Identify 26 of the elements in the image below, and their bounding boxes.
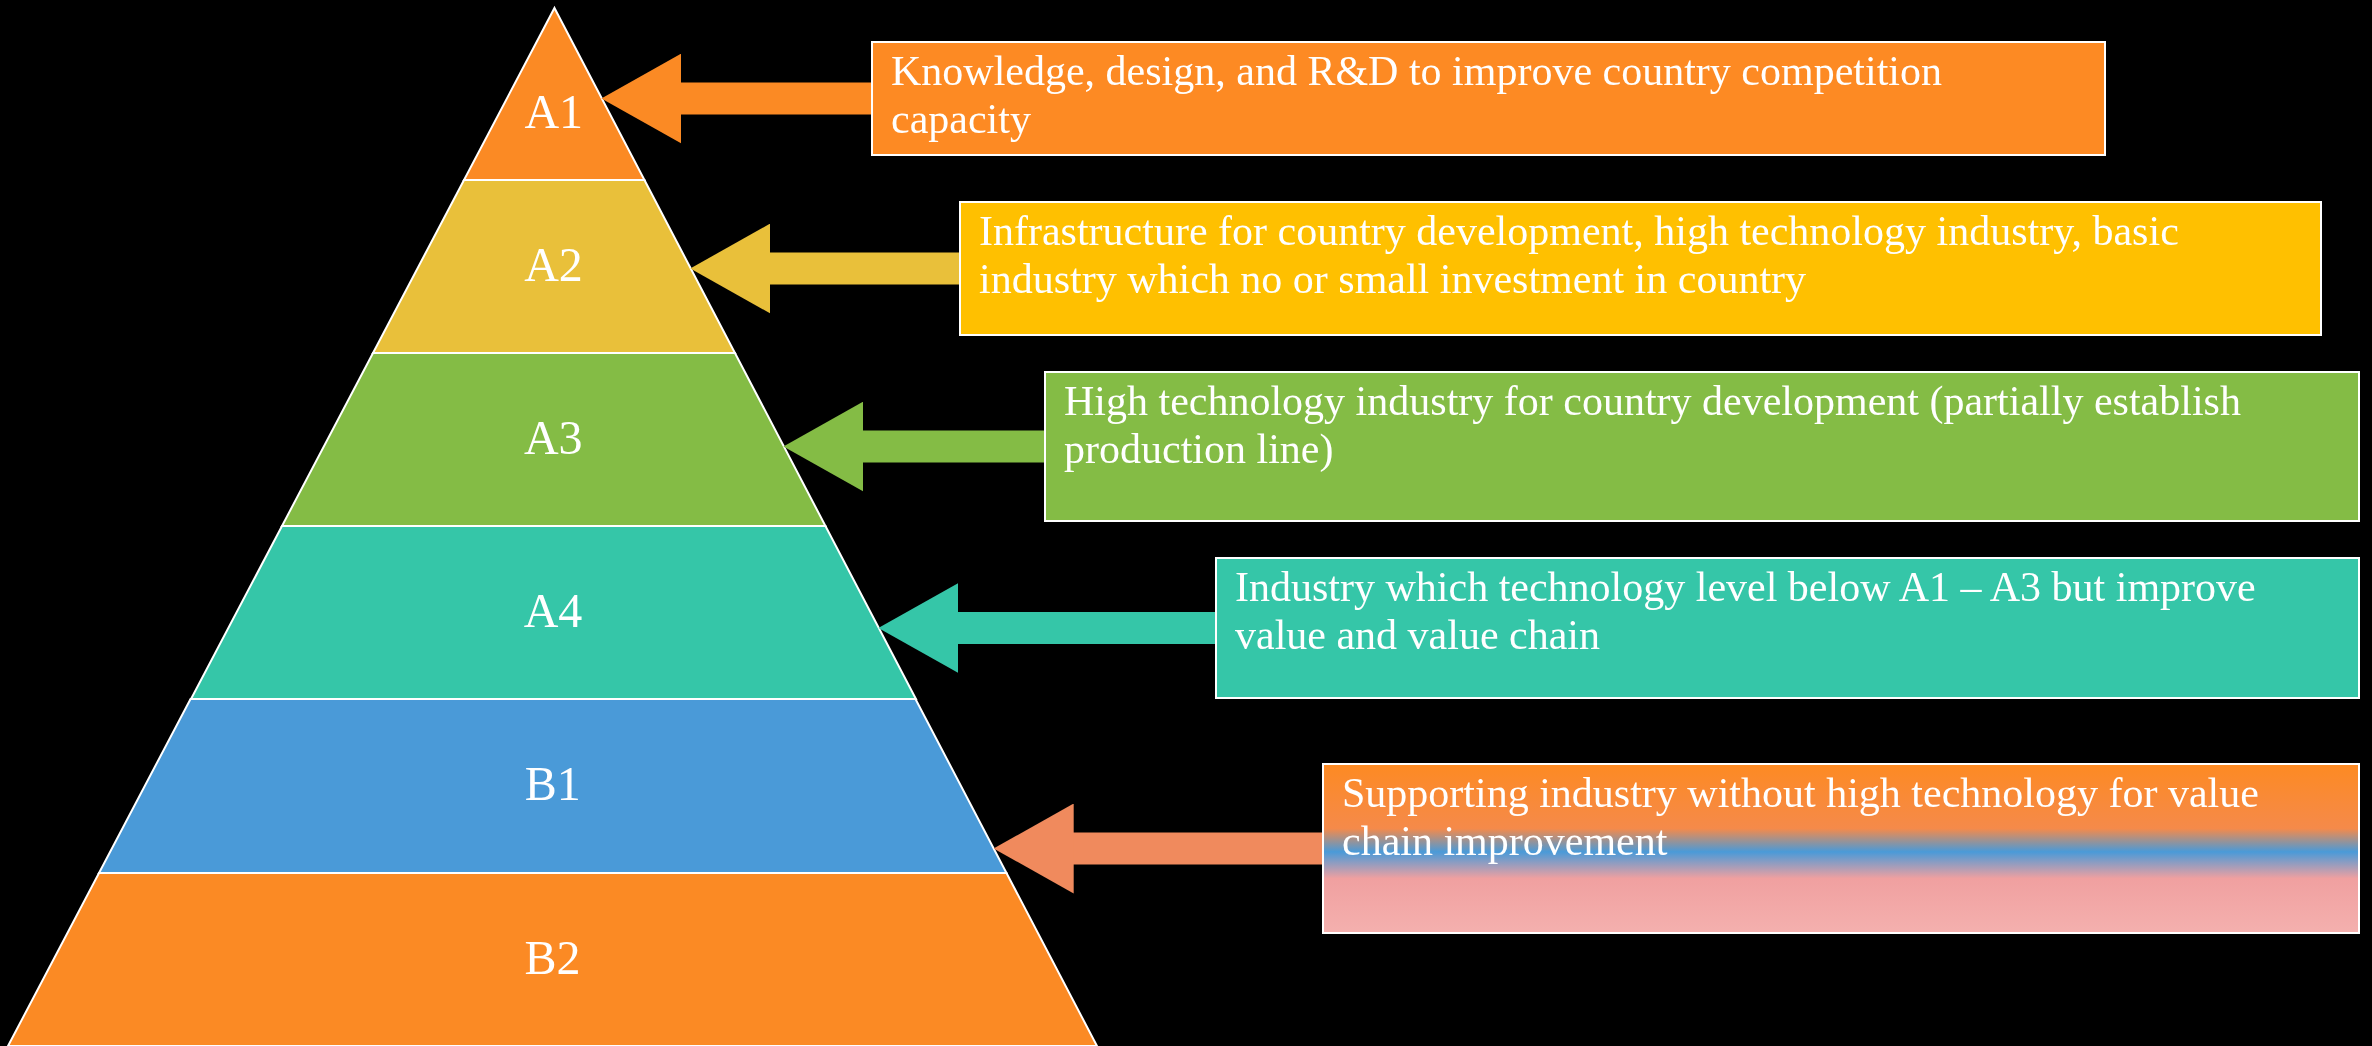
level-label: B1 xyxy=(523,756,582,811)
block-arrow xyxy=(690,223,959,314)
block-arrow xyxy=(601,53,871,144)
level-label: B2 xyxy=(523,929,582,985)
pyramid-layer xyxy=(190,526,916,699)
level-label: A2 xyxy=(523,236,584,292)
description-box xyxy=(1322,763,2360,934)
level-label: A3 xyxy=(522,409,584,465)
description-box xyxy=(1215,557,2360,699)
level-label: A1 xyxy=(523,84,585,139)
description-box xyxy=(1044,371,2360,522)
block-arrow xyxy=(878,583,1215,673)
block-arrow xyxy=(993,803,1322,894)
level-label: A4 xyxy=(522,582,584,638)
description-text: High technology industry for country development (partially establish production line) xyxy=(1064,377,2242,474)
pyramid-layer xyxy=(463,8,644,180)
block-arrow xyxy=(783,401,1044,492)
pyramid-layer xyxy=(372,180,735,353)
pyramid-layer xyxy=(281,353,825,526)
description-text: Industry which technology level below A1 – A3 but improve value and value chain xyxy=(1235,563,2257,660)
description-text: Knowledge, design, and R&D to improve country competition capacity xyxy=(891,47,1943,144)
description-box xyxy=(871,41,2106,156)
description-box xyxy=(959,201,2322,336)
description-text: Infrastructure for country development, high technology industry, basic industry which no or small investment in country xyxy=(979,207,2180,304)
pyramid-layer xyxy=(8,873,1097,1046)
pyramid-layer xyxy=(99,699,1007,873)
